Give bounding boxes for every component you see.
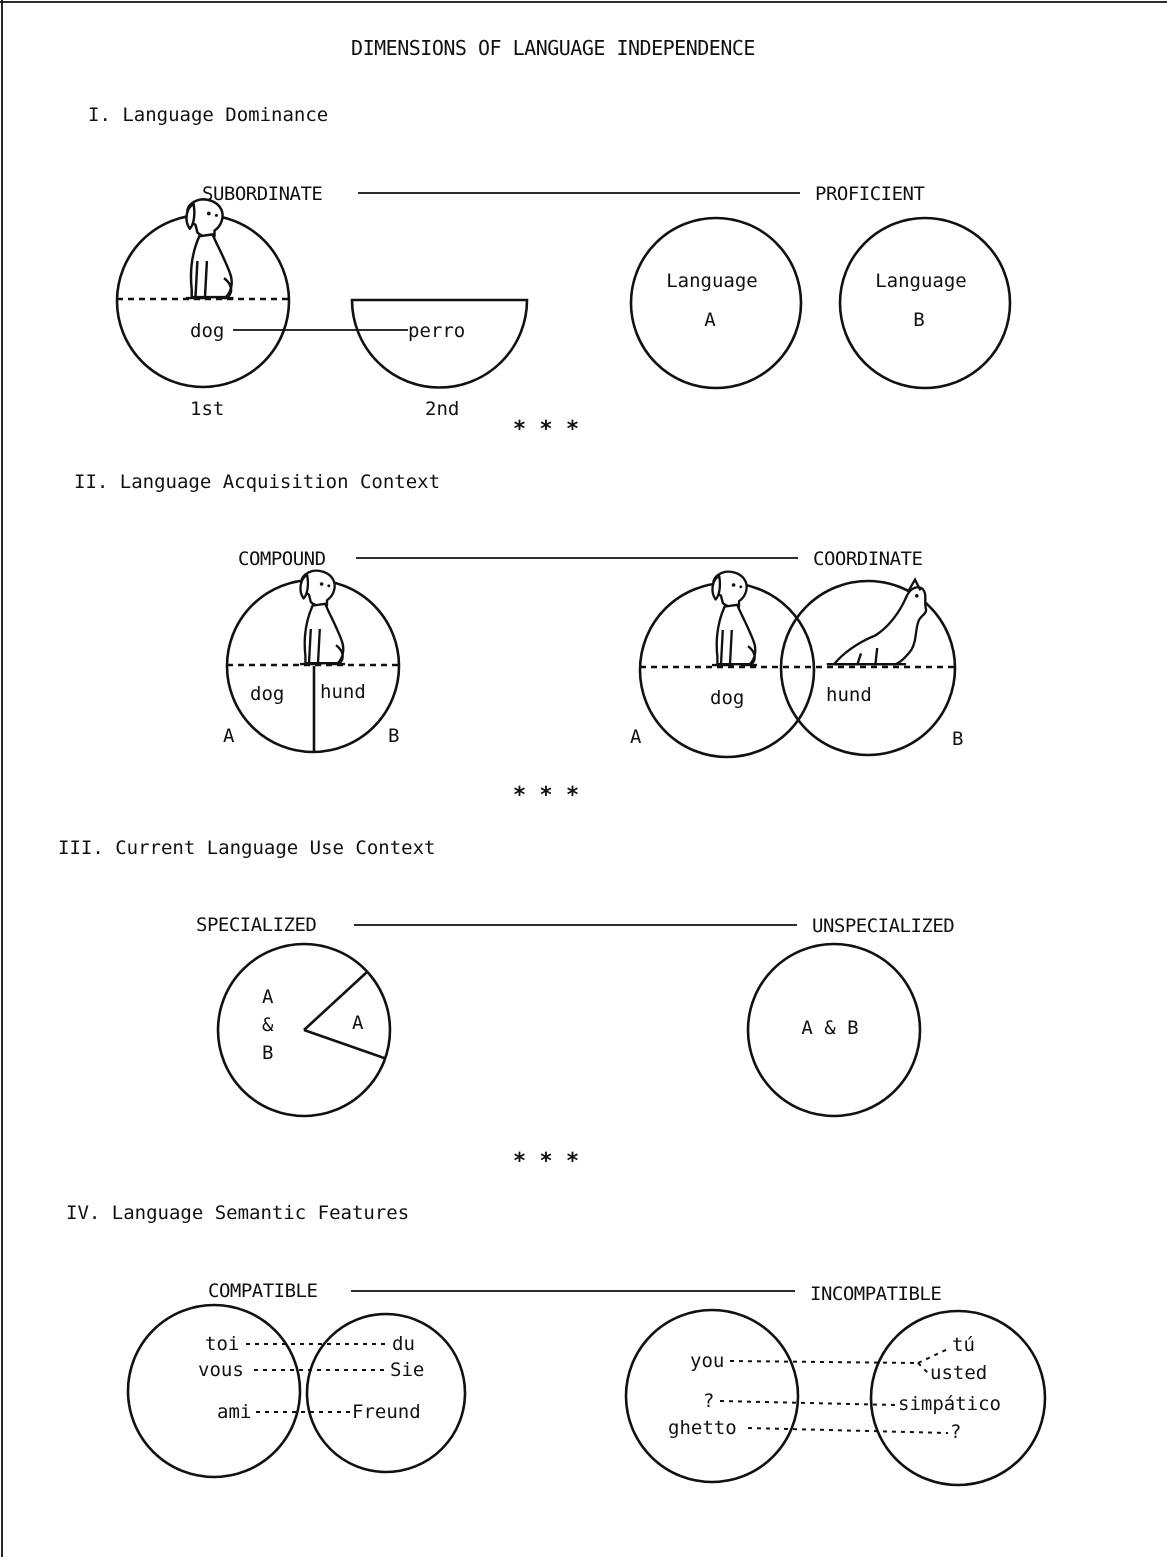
section-separator: * * * <box>513 417 579 442</box>
language-a-label: Language <box>666 270 758 292</box>
coordinate-label-b: B <box>952 728 963 750</box>
continuum-left-label: COMPATIBLE <box>208 1280 317 1302</box>
dog-concept-image-b <box>825 578 928 666</box>
specialized-wedge-label: A <box>352 1012 364 1034</box>
compatible-circle-a <box>126 1303 302 1479</box>
word-first-language: dog <box>190 320 224 342</box>
incompatible-word-b3: simpático <box>898 1393 1001 1415</box>
language-b-circle <box>838 216 1012 390</box>
section-heading: I. Language Dominance <box>88 104 328 126</box>
section-heading: IV. Language Semantic Features <box>66 1202 409 1224</box>
coordinate-circle-b <box>779 579 957 757</box>
compound-word-b: hund <box>320 681 366 703</box>
unspecialized-circle <box>746 942 922 1118</box>
incompatible-link-1 <box>729 1360 919 1364</box>
incompatible-word-a2: ? <box>703 1390 714 1412</box>
compatible-word-b2: Sie <box>390 1359 424 1381</box>
section-current-language-use-context: III. Current Language Use Context SPECIA… <box>58 837 955 1174</box>
compatible-word-a3: ami <box>217 1401 251 1423</box>
unspecialized-label: A & B <box>801 1017 858 1039</box>
section-language-acquisition-context: II. Language Acquisition Context COMPOUN… <box>74 471 963 808</box>
coordinate-label-a: A <box>630 726 642 748</box>
continuum-left-label: SUBORDINATE <box>202 183 322 205</box>
specialized-shared-a: A <box>262 986 274 1008</box>
compatible-word-b3: Freund <box>352 1401 421 1423</box>
section-language-dominance: I. Language Dominance SUBORDINATE PROFIC… <box>88 104 1012 442</box>
compatible-word-a1: toi <box>205 1333 239 1355</box>
incompatible-circle-a <box>624 1308 800 1484</box>
continuum-right-label: UNSPECIALIZED <box>812 915 954 937</box>
language-a-letter: A <box>704 309 716 331</box>
section-heading: II. Language Acquisition Context <box>74 471 440 493</box>
compatible-circle-b <box>305 1312 467 1474</box>
coordinate-word-a: dog <box>710 687 744 709</box>
wedge-edge-top <box>303 971 368 1031</box>
incompatible-word-a1: you <box>690 1350 724 1372</box>
section-heading: III. Current Language Use Context <box>58 837 436 859</box>
section-separator: * * * <box>513 1149 579 1174</box>
section-separator: * * * <box>513 783 579 808</box>
compound-label-b: B <box>388 725 399 747</box>
language-a-circle <box>629 216 803 390</box>
incompatible-word-b2: usted <box>930 1362 987 1384</box>
incompatible-word-a3: ghetto <box>668 1417 737 1439</box>
continuum-right-label: COORDINATE <box>813 548 922 570</box>
continuum-left-label: COMPOUND <box>238 548 326 570</box>
continuum-right-label: INCOMPATIBLE <box>810 1283 941 1305</box>
compound-label-a: A <box>223 725 235 747</box>
specialized-circle <box>216 942 392 1118</box>
caption-first: 1st <box>190 398 224 420</box>
incompatible-link-3 <box>747 1427 949 1434</box>
specialized-shared-b: B <box>262 1042 273 1064</box>
incompatible-link-1c <box>917 1362 929 1374</box>
continuum-left-label: SPECIALIZED <box>196 914 316 936</box>
incompatible-word-b4: ? <box>950 1421 961 1443</box>
incompatible-word-b1: tú <box>952 1334 975 1356</box>
language-b-label: Language <box>875 270 967 292</box>
incompatible-circle-b <box>869 1309 1047 1487</box>
compatible-word-a2: vous <box>198 1359 244 1381</box>
incompatible-link-2 <box>719 1400 897 1406</box>
compound-word-a: dog <box>250 683 284 705</box>
coordinate-word-b: hund <box>826 684 872 706</box>
word-second-language: perro <box>408 320 465 342</box>
wedge-edge-bottom <box>303 1028 385 1060</box>
caption-second: 2nd <box>425 398 459 420</box>
dog-concept-image <box>184 198 235 300</box>
incompatible-link-1b <box>917 1347 951 1364</box>
continuum-right-label: PROFICIENT <box>815 183 924 205</box>
figure-title: DIMENSIONS OF LANGUAGE INDEPENDENCE <box>351 36 755 60</box>
language-b-letter: B <box>913 309 924 331</box>
section-language-semantic-features: IV. Language Semantic Features COMPATIBL… <box>66 1202 1047 1487</box>
compatible-word-b1: du <box>392 1333 415 1355</box>
second-language-bowl <box>350 298 529 389</box>
specialized-shared-and: & <box>262 1014 274 1036</box>
